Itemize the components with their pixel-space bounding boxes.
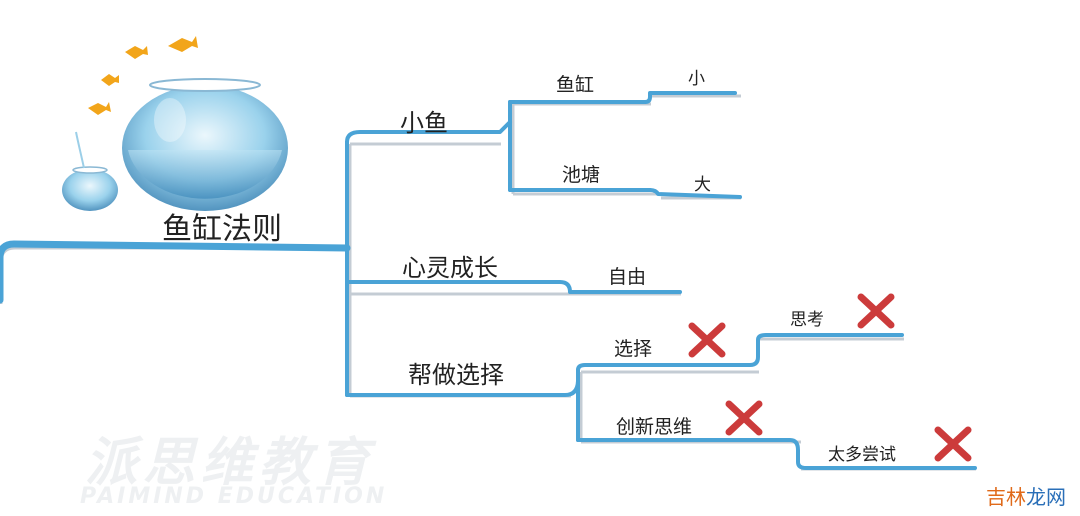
level3-connector-xiao bbox=[643, 91, 737, 104]
level2-connector-xuanze bbox=[576, 333, 904, 372]
branch-connector-xiaoyu bbox=[345, 120, 512, 144]
brand-part2: 龙网 bbox=[1026, 485, 1066, 509]
branch-label-bangzuo: 帮做选择 bbox=[408, 361, 504, 389]
wrong-cross-marks bbox=[688, 293, 972, 462]
leaf-label-taiduo: 太多尝试 bbox=[828, 445, 896, 465]
small-fish-bowl-icon bbox=[62, 131, 118, 211]
fish-bowl-illustration bbox=[62, 36, 288, 211]
leaf-label-da: 大 bbox=[694, 175, 711, 195]
leaf-label-xiao: 小 bbox=[688, 69, 705, 89]
goldfish-icon bbox=[88, 36, 198, 115]
branch-label-xinling: 心灵成长 bbox=[402, 254, 498, 282]
subtopic-label-ziyou: 自由 bbox=[608, 266, 647, 288]
subtopic-label-chitang: 池塘 bbox=[562, 164, 601, 186]
connector-lines bbox=[0, 91, 977, 470]
branch-connector-xinling bbox=[345, 280, 682, 294]
cross-icon bbox=[934, 426, 972, 462]
subtopic-label-chuangxin: 创新思维 bbox=[616, 416, 693, 438]
cross-icon bbox=[688, 322, 726, 358]
watermark-text: 派思维教育 bbox=[85, 433, 376, 493]
root-topic-label: 鱼缸法则 bbox=[162, 212, 282, 247]
subtopic-label-yugang: 鱼缸 bbox=[556, 74, 595, 96]
leaf-label-sikao: 思考 bbox=[790, 310, 824, 330]
cross-icon bbox=[725, 400, 763, 436]
level3-connector-da bbox=[648, 188, 742, 199]
root-connector bbox=[0, 240, 351, 304]
brand-part1: 吉林 bbox=[986, 485, 1026, 509]
branch-label-xiaoyu: 小鱼 bbox=[400, 109, 448, 137]
watermark-subtext: PAIMIND EDUCATION bbox=[80, 484, 388, 509]
subtopic-label-xuanze: 选择 bbox=[614, 338, 653, 360]
level2-connector-chuangxin bbox=[576, 438, 977, 470]
large-fish-bowl-icon bbox=[122, 78, 288, 211]
site-brand-logo: 吉林龙网 bbox=[980, 479, 1072, 512]
cross-icon bbox=[857, 293, 895, 329]
